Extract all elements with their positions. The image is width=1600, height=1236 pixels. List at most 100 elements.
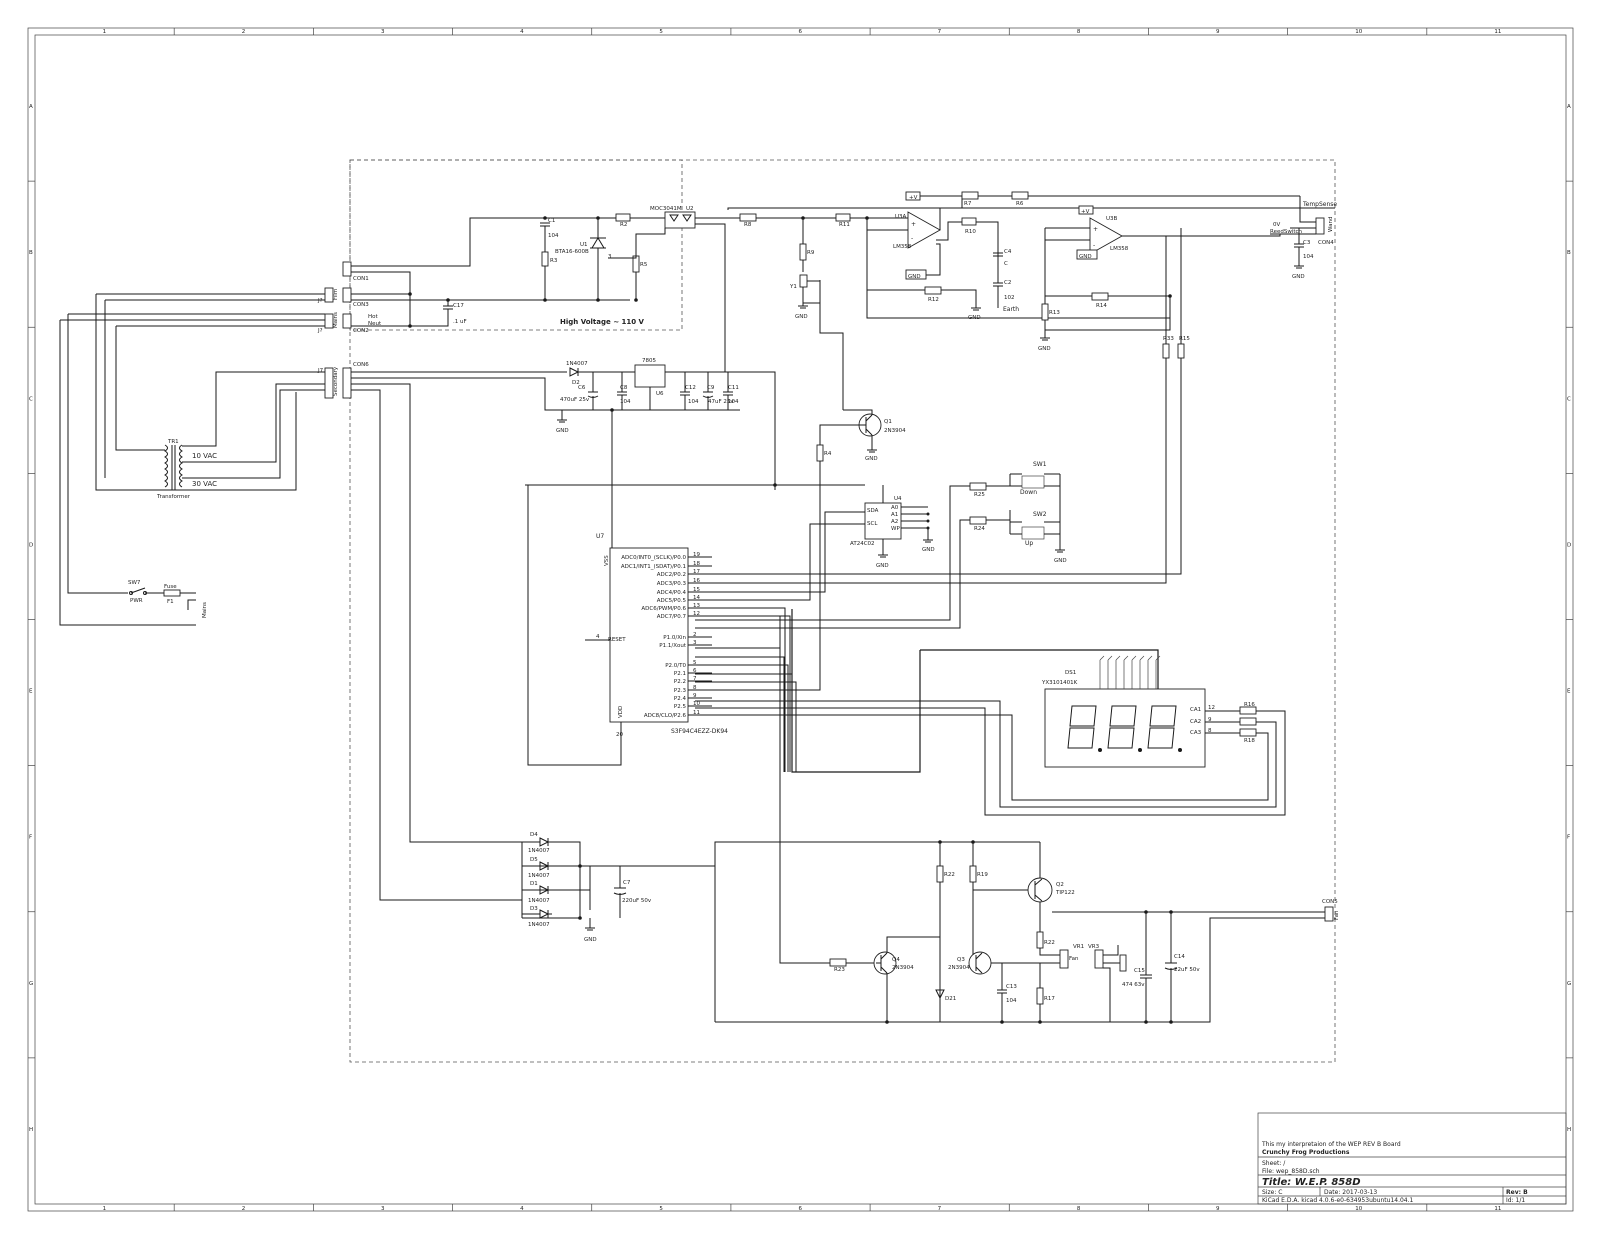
col-number: 2 — [242, 29, 246, 35]
svg-text:F1: F1 — [167, 599, 174, 605]
opamp-u3b — [1089, 217, 1123, 255]
row-letter: A — [29, 104, 33, 110]
mcu-pin-number: 3 — [693, 640, 697, 646]
svg-text:CA2: CA2 — [1190, 719, 1201, 725]
svg-text:R13: R13 — [1049, 310, 1060, 316]
col-number: 6 — [799, 1206, 803, 1212]
mcu-pin-number: 19 — [693, 552, 700, 558]
mcu-pin-number: 6 — [693, 668, 697, 674]
svg-text:VSS: VSS — [604, 555, 610, 566]
svg-text:R22: R22 — [1044, 940, 1055, 946]
mcu-pin-name: ADC1/INT1_(SDAT)/P0.1 — [621, 564, 686, 570]
mcu-pin-name: ADC8/CLO/P2.6 — [644, 713, 687, 719]
svg-text:Fuse: Fuse — [164, 584, 177, 590]
svg-text:2N3904: 2N3904 — [884, 428, 906, 434]
svg-text:8: 8 — [1208, 728, 1212, 734]
col-number: 3 — [381, 29, 385, 35]
high-voltage-zone — [349, 159, 683, 331]
svg-text:+V: +V — [909, 195, 918, 201]
col-number: 7 — [938, 29, 942, 35]
svg-text:1N4007: 1N4007 — [528, 898, 550, 904]
opamp-section: R8 R11 R9 Y1 GND + - U3A LM358 +V R7 R6 — [695, 191, 1337, 584]
svg-text:TempSense: TempSense — [1302, 201, 1337, 208]
col-number: 11 — [1494, 1206, 1501, 1212]
mcu-u7: U7 S3F94C4EZZ-DK94 VSS VDD RESET 4 20 AD… — [527, 485, 728, 766]
opamp-u3a — [907, 211, 941, 249]
mcu-pin-number: 18 — [693, 561, 700, 567]
diode-symbol — [539, 837, 550, 847]
mcu-pin-number: 5 — [693, 660, 697, 666]
svg-text:CON4: CON4 — [1318, 240, 1334, 246]
svg-text:U6: U6 — [656, 391, 664, 397]
svg-text:104: 104 — [620, 399, 631, 405]
col-number: 2 — [242, 1206, 246, 1212]
mcu-pin-number: 7 — [693, 676, 697, 682]
col-number: 3 — [381, 1206, 385, 1212]
svg-text:Q4: Q4 — [892, 957, 900, 963]
mcu-pin-name: P2.5 — [674, 704, 687, 710]
title-company: Crunchy Frog Productions — [1262, 1149, 1350, 1156]
svg-text:Film: Film — [333, 289, 339, 300]
mcu-pin-number: 16 — [693, 578, 700, 584]
svg-text:+V: +V — [1081, 209, 1090, 215]
svg-text:LM358: LM358 — [893, 244, 912, 250]
col-number: 8 — [1077, 29, 1081, 35]
svg-text:7805: 7805 — [642, 358, 656, 364]
svg-text:CON3: CON3 — [353, 302, 369, 308]
svg-text:DS1: DS1 — [1065, 670, 1076, 676]
col-number: 10 — [1355, 29, 1362, 35]
transformer-t1: TR1 Transformer 10 VAC 30 VAC — [105, 371, 325, 500]
row-letter: F — [29, 835, 32, 841]
mcu-pin-name: P2.0/T0 — [665, 663, 686, 669]
svg-text:R6: R6 — [1016, 201, 1024, 207]
svg-text:-: - — [911, 235, 913, 242]
svg-text:D2: D2 — [572, 380, 580, 386]
svg-text:WP: WP — [891, 526, 900, 532]
svg-text:Mains: Mains — [202, 602, 208, 618]
svg-text:Q2: Q2 — [1056, 882, 1064, 888]
svg-text:.1 uF: .1 uF — [453, 319, 467, 325]
row-letter: H — [1567, 1127, 1571, 1133]
svg-text:3: 3 — [608, 254, 612, 260]
svg-text:A1: A1 — [891, 512, 898, 518]
svg-text:R17: R17 — [1044, 996, 1055, 1002]
svg-text:MOC3041M: MOC3041M — [650, 206, 682, 212]
svg-text:Secondary: Secondary — [333, 366, 339, 396]
svg-text:R24: R24 — [974, 526, 985, 532]
svg-text:D5: D5 — [530, 857, 538, 863]
col-number: 1 — [103, 1206, 107, 1212]
mcu-pin-name: P1.0/Xin — [663, 635, 686, 641]
svg-text:CON6: CON6 — [353, 362, 369, 368]
mcu-pin-number: 9 — [693, 693, 697, 699]
svg-text:SW1: SW1 — [1033, 461, 1047, 468]
svg-text:Transformer: Transformer — [156, 494, 191, 500]
svg-text:Q1: Q1 — [884, 419, 892, 425]
svg-text:C7: C7 — [623, 880, 631, 886]
svg-text:Hot: Hot — [368, 314, 379, 320]
svg-text:R11: R11 — [839, 222, 850, 228]
svg-text:104: 104 — [1303, 254, 1314, 260]
svg-text:D21: D21 — [945, 996, 956, 1002]
q1-eeprom-section: GND Q1 2N3904 R4 U4 AT24C02 SDA SCL A0 A… — [525, 409, 935, 691]
svg-text:VR3: VR3 — [1088, 944, 1100, 950]
svg-text:1N4007: 1N4007 — [528, 848, 550, 854]
svg-text:R12: R12 — [928, 297, 939, 303]
svg-text:Mains: Mains — [333, 312, 339, 328]
svg-text:104: 104 — [1006, 998, 1017, 1004]
row-letter: E — [29, 689, 33, 695]
col-number: 9 — [1216, 1206, 1220, 1212]
svg-text:0V: 0V — [1273, 222, 1280, 228]
svg-text:S3F94C4EZZ-DK94: S3F94C4EZZ-DK94 — [671, 728, 728, 735]
svg-text:GND: GND — [1054, 558, 1067, 564]
row-letter: A — [1567, 104, 1571, 110]
mcu-pin-number: 15 — [693, 587, 700, 593]
row-letter: E — [1567, 689, 1571, 695]
title-size: Size: C — [1262, 1189, 1282, 1196]
svg-text:C17: C17 — [453, 303, 464, 309]
seven-seg-digit — [1107, 705, 1137, 749]
title-sheet: Sheet: / — [1262, 1160, 1286, 1167]
svg-text:47uF 25v: 47uF 25v — [708, 399, 734, 405]
svg-text:PWR: PWR — [130, 598, 143, 604]
svg-text:U3B: U3B — [1106, 216, 1118, 222]
